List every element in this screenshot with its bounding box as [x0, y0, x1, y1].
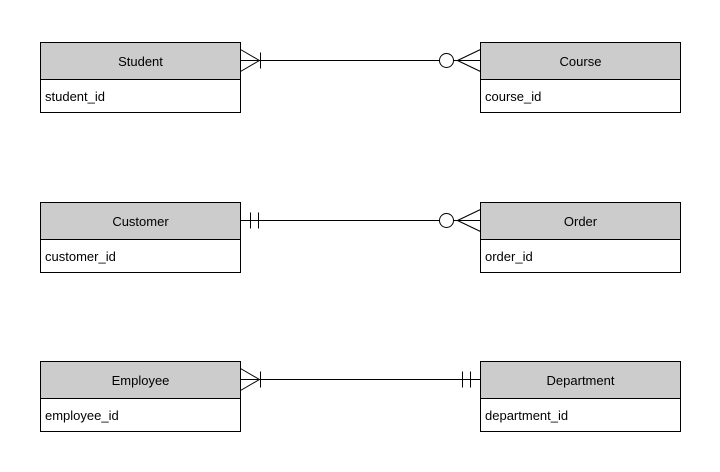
crow-foot-many-icon	[240, 379, 260, 391]
entity-order[interactable]: Order order_id	[480, 202, 681, 273]
crow-foot-many-icon	[457, 49, 481, 61]
entity-title: Student	[41, 43, 240, 80]
entity-attribute: student_id	[45, 88, 105, 104]
entity-title: Order	[481, 203, 680, 240]
entity-attribute: course_id	[485, 88, 542, 104]
entity-attribute: customer_id	[45, 248, 116, 264]
crow-foot-many-icon	[457, 220, 481, 232]
zero-circle-icon	[439, 53, 454, 68]
crow-foot-many-icon	[240, 60, 260, 72]
entity-title: Course	[481, 43, 680, 80]
entity-attribute: order_id	[485, 248, 533, 264]
crow-foot-many-icon	[457, 209, 481, 221]
entity-customer[interactable]: Customer customer_id	[40, 202, 241, 273]
entity-attribute: department_id	[485, 407, 569, 423]
entity-student[interactable]: Student student_id	[40, 42, 241, 113]
entity-employee[interactable]: Employee employee_id	[40, 361, 241, 432]
crow-foot-many-icon	[457, 60, 481, 72]
entity-department[interactable]: Department department_id	[480, 361, 681, 432]
entity-attribute: employee_id	[45, 407, 119, 423]
entity-course[interactable]: Course course_id	[480, 42, 681, 113]
entity-title: Department	[481, 362, 680, 399]
entity-title: Customer	[41, 203, 240, 240]
crow-foot-many-icon	[240, 49, 260, 61]
entity-title: Employee	[41, 362, 240, 399]
crow-foot-many-icon	[240, 368, 260, 380]
zero-circle-icon	[439, 213, 454, 228]
